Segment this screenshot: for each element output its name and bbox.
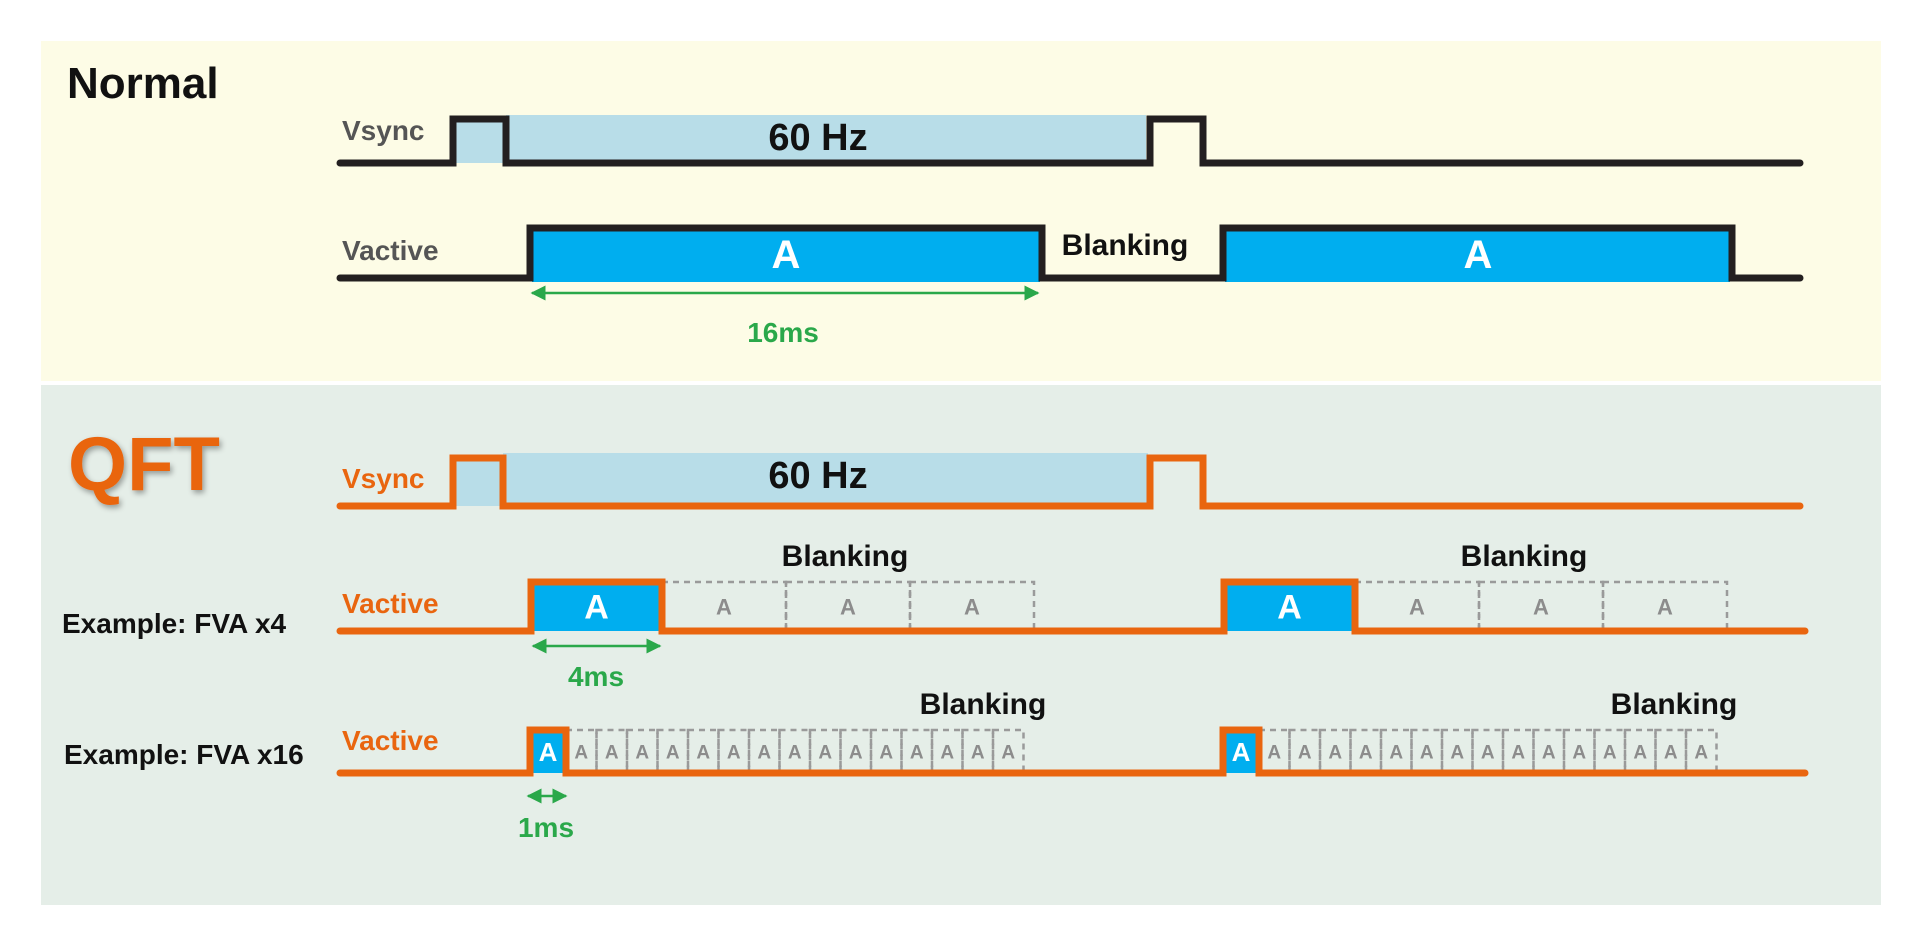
fva16-ghost-letter: A bbox=[1420, 742, 1434, 763]
fva16-ghost-letter: A bbox=[605, 742, 619, 763]
normal-frame-2-letter: A bbox=[1464, 233, 1493, 277]
fva16-active-letter: A bbox=[1232, 737, 1251, 767]
qft-vsync-label: Vsync bbox=[342, 463, 425, 494]
normal-frame-1-letter: A bbox=[772, 233, 801, 277]
normal-frame-1 bbox=[532, 228, 1040, 282]
fva16-blanking-label-1: Blanking bbox=[920, 688, 1047, 721]
fva16-ghost-letter: A bbox=[788, 742, 802, 763]
qft-vsync-signal bbox=[336, 454, 1804, 510]
qft-panel: QFT Vsync 60 Hz Example: FVA x4 Vactive … bbox=[41, 385, 1881, 905]
fva16-active-letter: A bbox=[539, 737, 558, 767]
fva16-ghost-letter: A bbox=[879, 742, 893, 763]
fva16-ghost-letter: A bbox=[757, 742, 771, 763]
fva4-duration-label: 4ms bbox=[568, 661, 624, 692]
normal-vsync-period-fill bbox=[506, 115, 1146, 163]
fva4-row: Example: FVA x4 Vactive Blanking Blankin… bbox=[62, 540, 1809, 692]
normal-vsync-rate: 60 Hz bbox=[768, 117, 867, 159]
fva16-ghost-letter: A bbox=[1603, 742, 1617, 763]
fva16-vactive-label: Vactive bbox=[342, 725, 439, 756]
fva16-ghost-letter: A bbox=[849, 742, 863, 763]
normal-vsync-signal bbox=[336, 115, 1804, 167]
fva16-ghost-letter: A bbox=[1633, 742, 1647, 763]
qft-title: QFT bbox=[68, 422, 220, 507]
fva16-ghost-letter: A bbox=[1359, 742, 1373, 763]
normal-frame-2 bbox=[1225, 228, 1730, 282]
fva16-ghost-letter: A bbox=[635, 742, 649, 763]
fva16-ghost-letter: A bbox=[1481, 742, 1495, 763]
qft-vsync-pulse-fill bbox=[453, 458, 503, 506]
fva4-ghost-letter: A bbox=[964, 594, 980, 619]
fva16-row: Example: FVA x16 Vactive Blanking Blanki… bbox=[64, 688, 1809, 843]
qft-vsync-period-fill bbox=[503, 453, 1148, 506]
fva4-vactive-label: Vactive bbox=[342, 588, 439, 619]
fva4-example-label: Example: FVA x4 bbox=[62, 608, 287, 639]
fva16-ghost-letter: A bbox=[1511, 742, 1525, 763]
fva16-active-frame bbox=[532, 732, 564, 773]
normal-vsync-label: Vsync bbox=[342, 115, 425, 146]
fva4-blanking-label-1: Blanking bbox=[782, 540, 909, 573]
fva4-active-frame bbox=[533, 584, 660, 631]
normal-blanking-label: Blanking bbox=[1062, 229, 1189, 262]
fva16-ghost-letter: A bbox=[1450, 742, 1464, 763]
fva4-active-letter: A bbox=[584, 589, 609, 627]
fva16-ghost-letter: A bbox=[1542, 742, 1556, 763]
fva16-active-frame bbox=[1225, 732, 1257, 773]
fva16-duration-label: 1ms bbox=[518, 812, 574, 843]
normal-vactive-signal bbox=[336, 224, 1804, 282]
normal-panel: Normal Vsync 60 Hz Vactive A A Blanking … bbox=[41, 41, 1881, 381]
fva16-example-label: Example: FVA x16 bbox=[64, 739, 304, 770]
fva16-ghost-letter: A bbox=[727, 742, 741, 763]
fva16-ghost-letter: A bbox=[1298, 742, 1312, 763]
fva4-active-letter: A bbox=[1277, 589, 1302, 627]
fva16-ghost-letter: A bbox=[940, 742, 954, 763]
normal-vsync-pulse-fill bbox=[453, 119, 506, 163]
fva4-ghost-letter: A bbox=[1657, 594, 1673, 619]
fva16-ghost-letter: A bbox=[1389, 742, 1403, 763]
fva16-ghost-letter: A bbox=[696, 742, 710, 763]
fva4-blanking-label-2: Blanking bbox=[1461, 540, 1588, 573]
fva4-ghost-letter: A bbox=[840, 594, 856, 619]
fva16-vactive-signal bbox=[336, 726, 1809, 777]
normal-duration-label: 16ms bbox=[747, 317, 819, 348]
fva4-vactive-signal bbox=[336, 578, 1809, 635]
fva16-ghost-letter: A bbox=[1694, 742, 1708, 763]
normal-title: Normal bbox=[67, 59, 219, 108]
fva16-ghost-letter: A bbox=[1001, 742, 1015, 763]
fva16-ghost-letter: A bbox=[1572, 742, 1586, 763]
fva16-ghost-letter: A bbox=[666, 742, 680, 763]
fva4-ghost-letter: A bbox=[1533, 594, 1549, 619]
fva16-ghost-letter: A bbox=[574, 742, 588, 763]
fva16-ghost-letter: A bbox=[1328, 742, 1342, 763]
fva16-ghost-letter: A bbox=[971, 742, 985, 763]
fva16-ghost-letter: A bbox=[1267, 742, 1281, 763]
normal-vactive-label: Vactive bbox=[342, 235, 439, 266]
fva16-blanking-label-2: Blanking bbox=[1611, 688, 1738, 721]
fva16-ghost-letter: A bbox=[910, 742, 924, 763]
fva16-ghost-letter: A bbox=[818, 742, 832, 763]
fva4-active-frame bbox=[1226, 584, 1353, 631]
fva16-ghost-letter: A bbox=[1664, 742, 1678, 763]
fva4-ghost-letter: A bbox=[1409, 594, 1425, 619]
qft-vsync-rate: 60 Hz bbox=[768, 455, 867, 497]
normal-panel-background bbox=[41, 41, 1881, 381]
fva4-ghost-letter: A bbox=[716, 594, 732, 619]
